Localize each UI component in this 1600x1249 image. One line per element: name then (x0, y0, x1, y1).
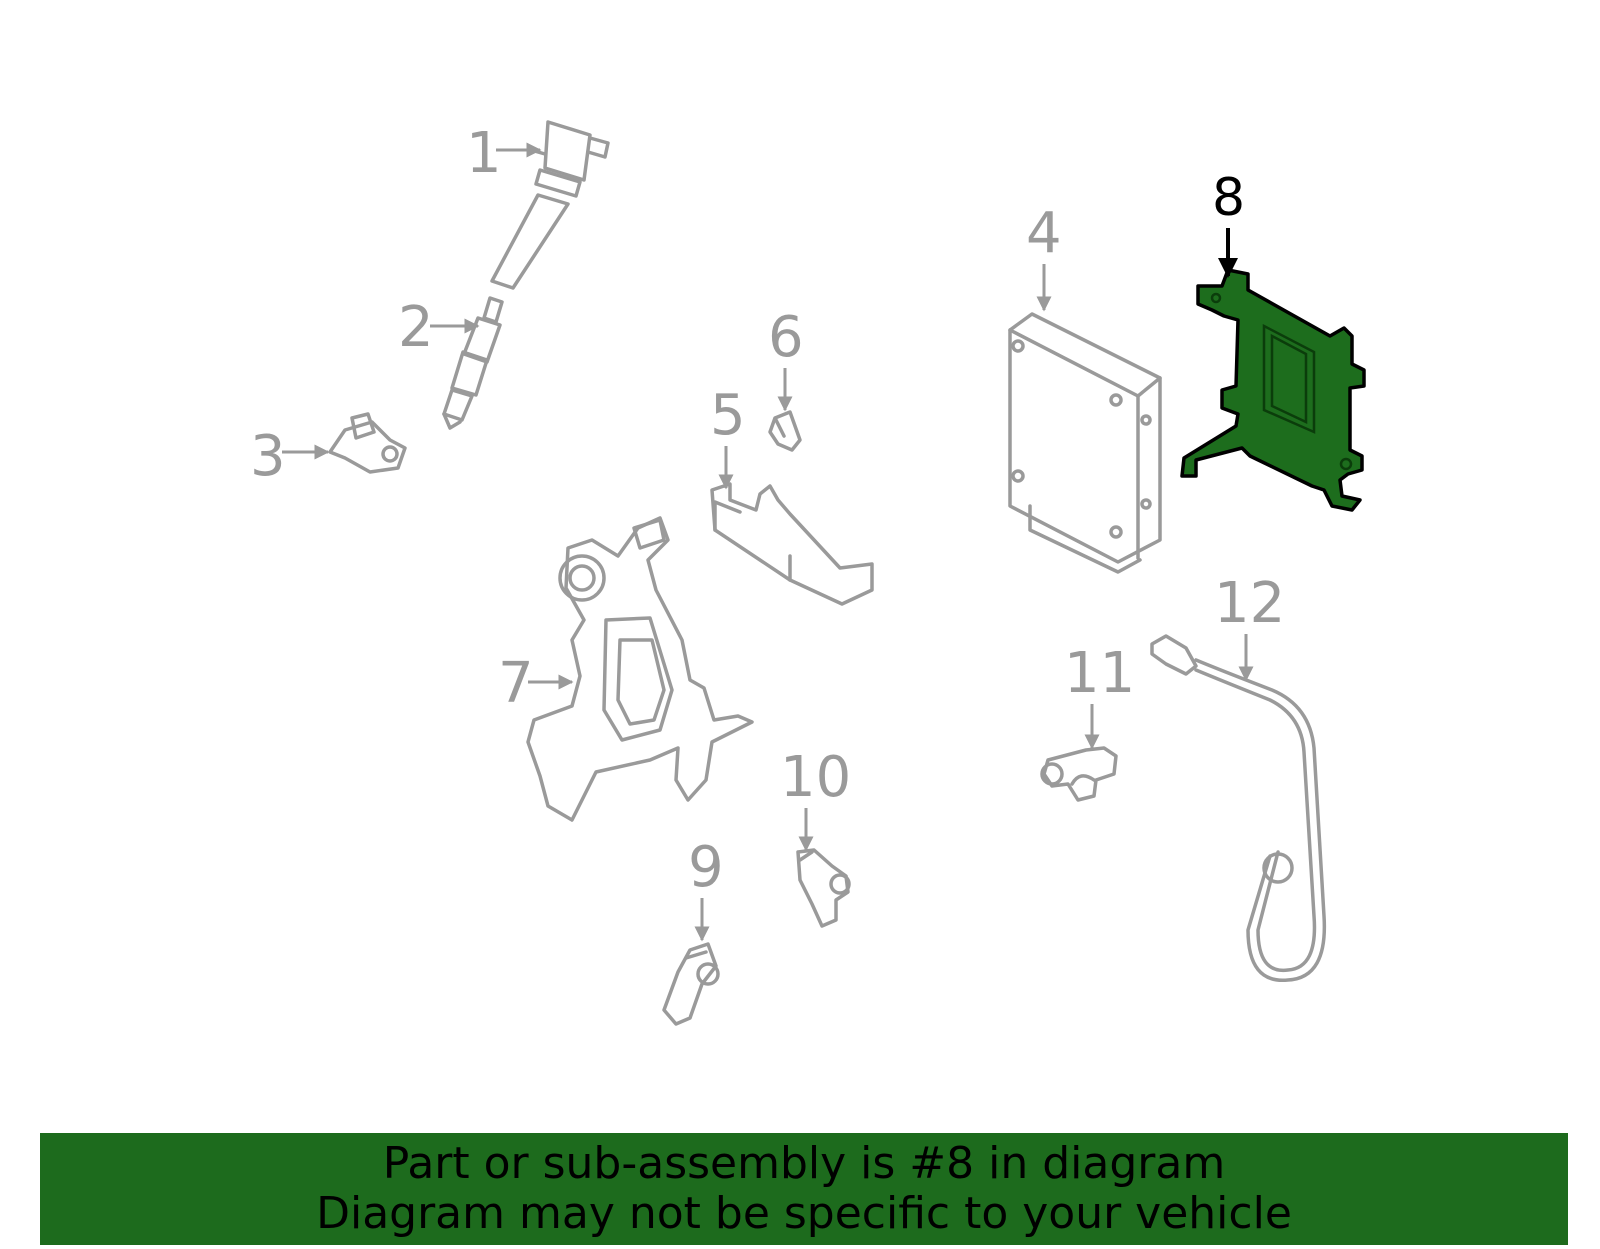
part-8-ecm-bracket-highlighted[interactable] (1180, 268, 1366, 512)
part-5-bracket (710, 482, 874, 606)
callout-6[interactable]: 6 (768, 305, 804, 370)
banner-line-1: Part or sub-assembly is #8 in diagram (382, 1138, 1226, 1189)
callout-8[interactable]: 8 (1212, 168, 1245, 228)
part-10-sensor (796, 848, 851, 928)
part-3-sensor (328, 412, 407, 474)
info-banner: Part or sub-assembly is #8 in diagram Di… (40, 1133, 1568, 1245)
callout-11[interactable]: 11 (1064, 641, 1135, 706)
part-7-mounting-bracket (526, 516, 754, 822)
callout-3[interactable]: 3 (250, 424, 286, 489)
part-12-wire-sensor (1150, 634, 1327, 982)
part-1-ignition-coil (490, 120, 610, 290)
callout-12[interactable]: 12 (1214, 571, 1285, 636)
part-9-sensor (662, 942, 720, 1026)
callout-5[interactable]: 5 (710, 383, 746, 448)
callout-1[interactable]: 1 (466, 121, 502, 186)
callout-4[interactable]: 4 (1026, 201, 1062, 266)
part-2-spark-plug (442, 296, 504, 430)
callout-10[interactable]: 10 (780, 745, 851, 810)
part-6-clip (768, 410, 802, 452)
callout-7[interactable]: 7 (498, 651, 534, 716)
callout-9[interactable]: 9 (688, 835, 724, 900)
banner-line-2: Diagram may not be specific to your vehi… (316, 1188, 1292, 1239)
part-4-engine-control-module (1008, 312, 1162, 574)
callout-2[interactable]: 2 (398, 295, 434, 360)
part-11-sensor (1040, 746, 1118, 802)
